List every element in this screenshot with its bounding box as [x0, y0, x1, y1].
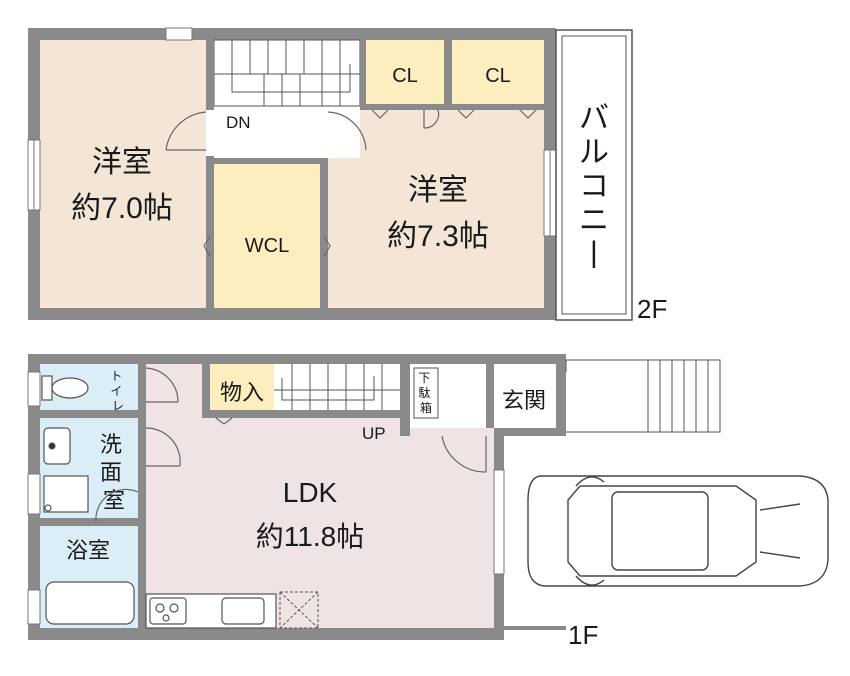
balcony-inner	[561, 35, 627, 315]
sink-icon	[221, 597, 265, 625]
shoe-box-label: 下 駄 箱	[418, 371, 433, 415]
room-closet-1	[366, 40, 444, 104]
1f-wall-north	[28, 354, 566, 364]
1f-wall-south	[28, 628, 500, 640]
kitchen-counter	[145, 593, 277, 629]
stove-icon	[149, 597, 187, 625]
1f-wall-entrance-w	[486, 364, 494, 428]
stair-hall-2f	[214, 40, 360, 158]
floor-1f: UP 下 駄 箱 ト イ レ 洗 面 室 浴室	[27, 354, 829, 650]
room-west-bedroom	[40, 40, 206, 308]
2f-wall-f	[366, 104, 544, 110]
exterior-steps	[565, 359, 721, 433]
west-bedroom-size: 約7.0帖	[71, 192, 173, 225]
floor-label-1f: 1F	[568, 620, 598, 650]
staircase-1f	[274, 364, 400, 410]
door-swing-west	[165, 111, 207, 151]
west-bedroom-name: 洋室	[92, 146, 152, 179]
2f-wall-b	[320, 158, 328, 308]
1f-wall-storage-s	[210, 410, 400, 418]
room-storage	[210, 364, 274, 410]
1f-wall-stair-e	[400, 364, 410, 436]
bathroom-label: 浴室	[66, 538, 110, 563]
washroom-label: 洗 面 室	[100, 432, 128, 513]
2f-wall-e	[444, 40, 452, 110]
entrance-label: 玄関	[502, 388, 546, 413]
toilet-label: ト イ レ	[110, 369, 125, 413]
1f-wall-entrance-east	[556, 354, 566, 434]
window-1f-toilet	[27, 371, 41, 407]
1f-wall-storage-w	[202, 364, 210, 418]
1f-wall-wet	[138, 364, 146, 628]
window-1f-bath	[27, 589, 41, 625]
floor-label-2f: 2F	[637, 294, 667, 324]
door-swing-east	[327, 111, 367, 151]
car-icon	[527, 475, 829, 587]
door-gap-west	[206, 110, 214, 156]
2f-wall-d	[360, 40, 366, 110]
1f-wall-toilet	[40, 410, 138, 418]
room-east-bedroom	[328, 110, 544, 308]
stair-area-1f	[274, 364, 400, 418]
toilet-fixture	[41, 375, 89, 401]
stair-label-up: UP	[362, 424, 386, 443]
closet-1-label: CL	[392, 65, 418, 87]
1f-wall-gate	[500, 626, 566, 630]
balcony-label: バ ル コ ニ |	[579, 102, 617, 269]
shoe-box	[413, 367, 439, 419]
2f-wall-c	[214, 158, 328, 164]
floor-2f: DN	[27, 27, 667, 324]
window-2f-north	[165, 27, 193, 41]
east-bedroom-size: 約7.3帖	[387, 220, 489, 253]
closet-2-label: CL	[485, 65, 511, 87]
room-wcl	[214, 164, 320, 308]
window-1f-wash	[27, 473, 41, 515]
2f-wall-a	[206, 40, 214, 308]
bathtub	[45, 581, 135, 625]
1f-wall-bath	[40, 518, 138, 526]
stair-label-dn: DN	[226, 113, 251, 132]
ldk-name: LDK	[283, 477, 338, 508]
balcony	[555, 29, 633, 321]
room-closet-2	[452, 40, 544, 104]
ldk-size: 約11.8帖	[256, 521, 364, 552]
fridge-space	[279, 591, 319, 629]
washbasin-fixture	[43, 427, 89, 513]
east-bedroom-name: 洋室	[408, 174, 468, 207]
wcl-label: WCL	[245, 235, 289, 257]
storage-label: 物入	[220, 380, 264, 405]
window-1f-east	[493, 469, 505, 575]
closet-doors-2f	[203, 109, 537, 257]
staircase-2f	[213, 39, 361, 107]
